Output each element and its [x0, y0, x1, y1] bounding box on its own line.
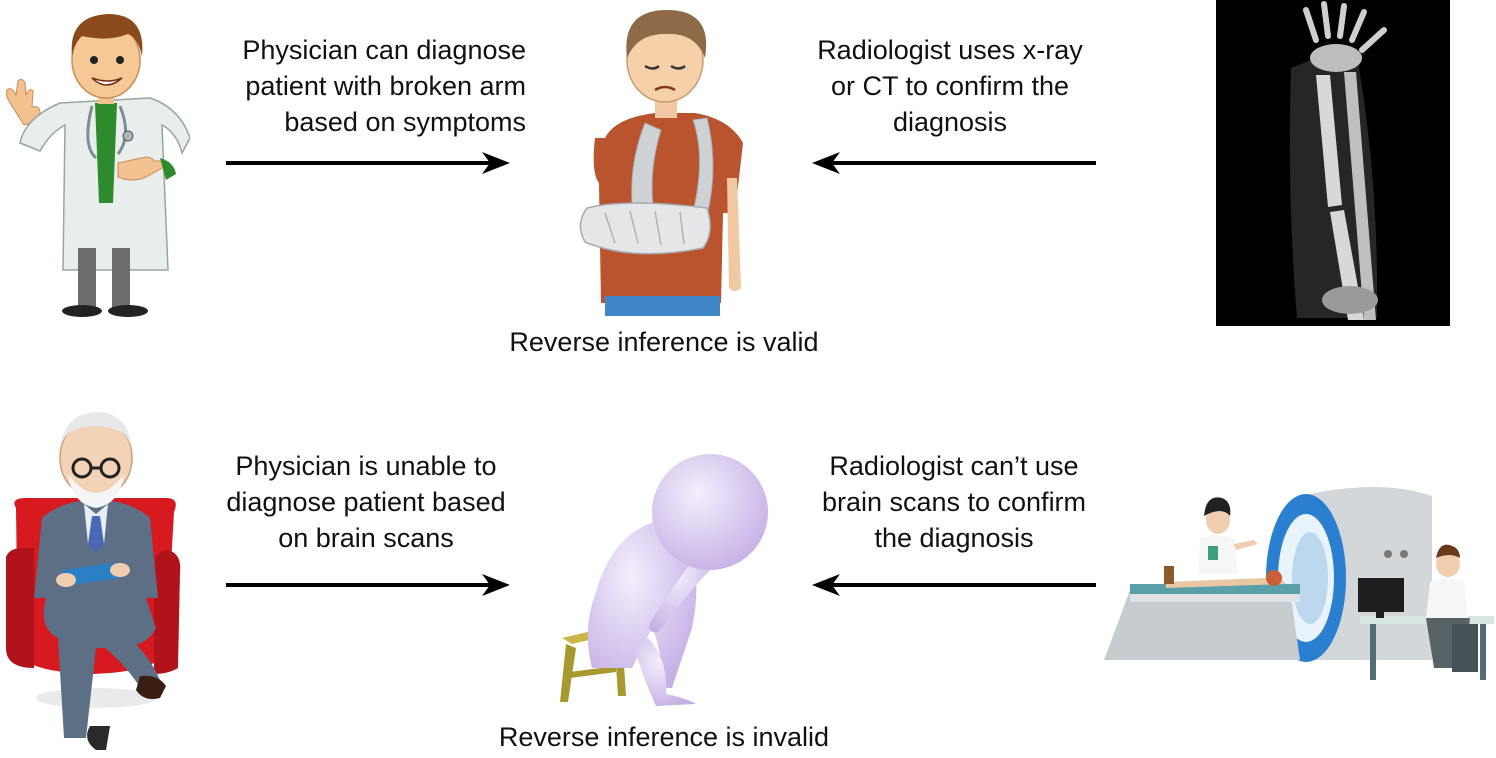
bottom-left-arrow [812, 574, 1096, 596]
xray-forearm-icon [1216, 0, 1450, 326]
doctor-icon [5, 14, 190, 317]
bottom-result-label: Reverse inference is invalid [498, 722, 830, 752]
top-radiologist-caption: Radiologist uses x-ray or CT to confirm … [817, 35, 1083, 137]
top-right-arrow [226, 152, 510, 174]
top-left-arrow [812, 152, 1096, 174]
bottom-physician-caption: Physician is unable to diagnose patient … [226, 451, 506, 553]
mri-scanner-icon [1104, 487, 1494, 680]
patient-broken-arm-icon [579, 10, 743, 316]
sad-figure-icon [560, 454, 768, 706]
bottom-radiologist-caption: Radiologist can’t use brain scans to con… [821, 451, 1087, 553]
bottom-right-arrow [226, 574, 510, 596]
psychiatrist-icon [6, 412, 181, 750]
top-physician-caption: Physician can diagnose patient with brok… [242, 35, 526, 137]
top-result-label: Reverse inference is valid [509, 327, 819, 357]
